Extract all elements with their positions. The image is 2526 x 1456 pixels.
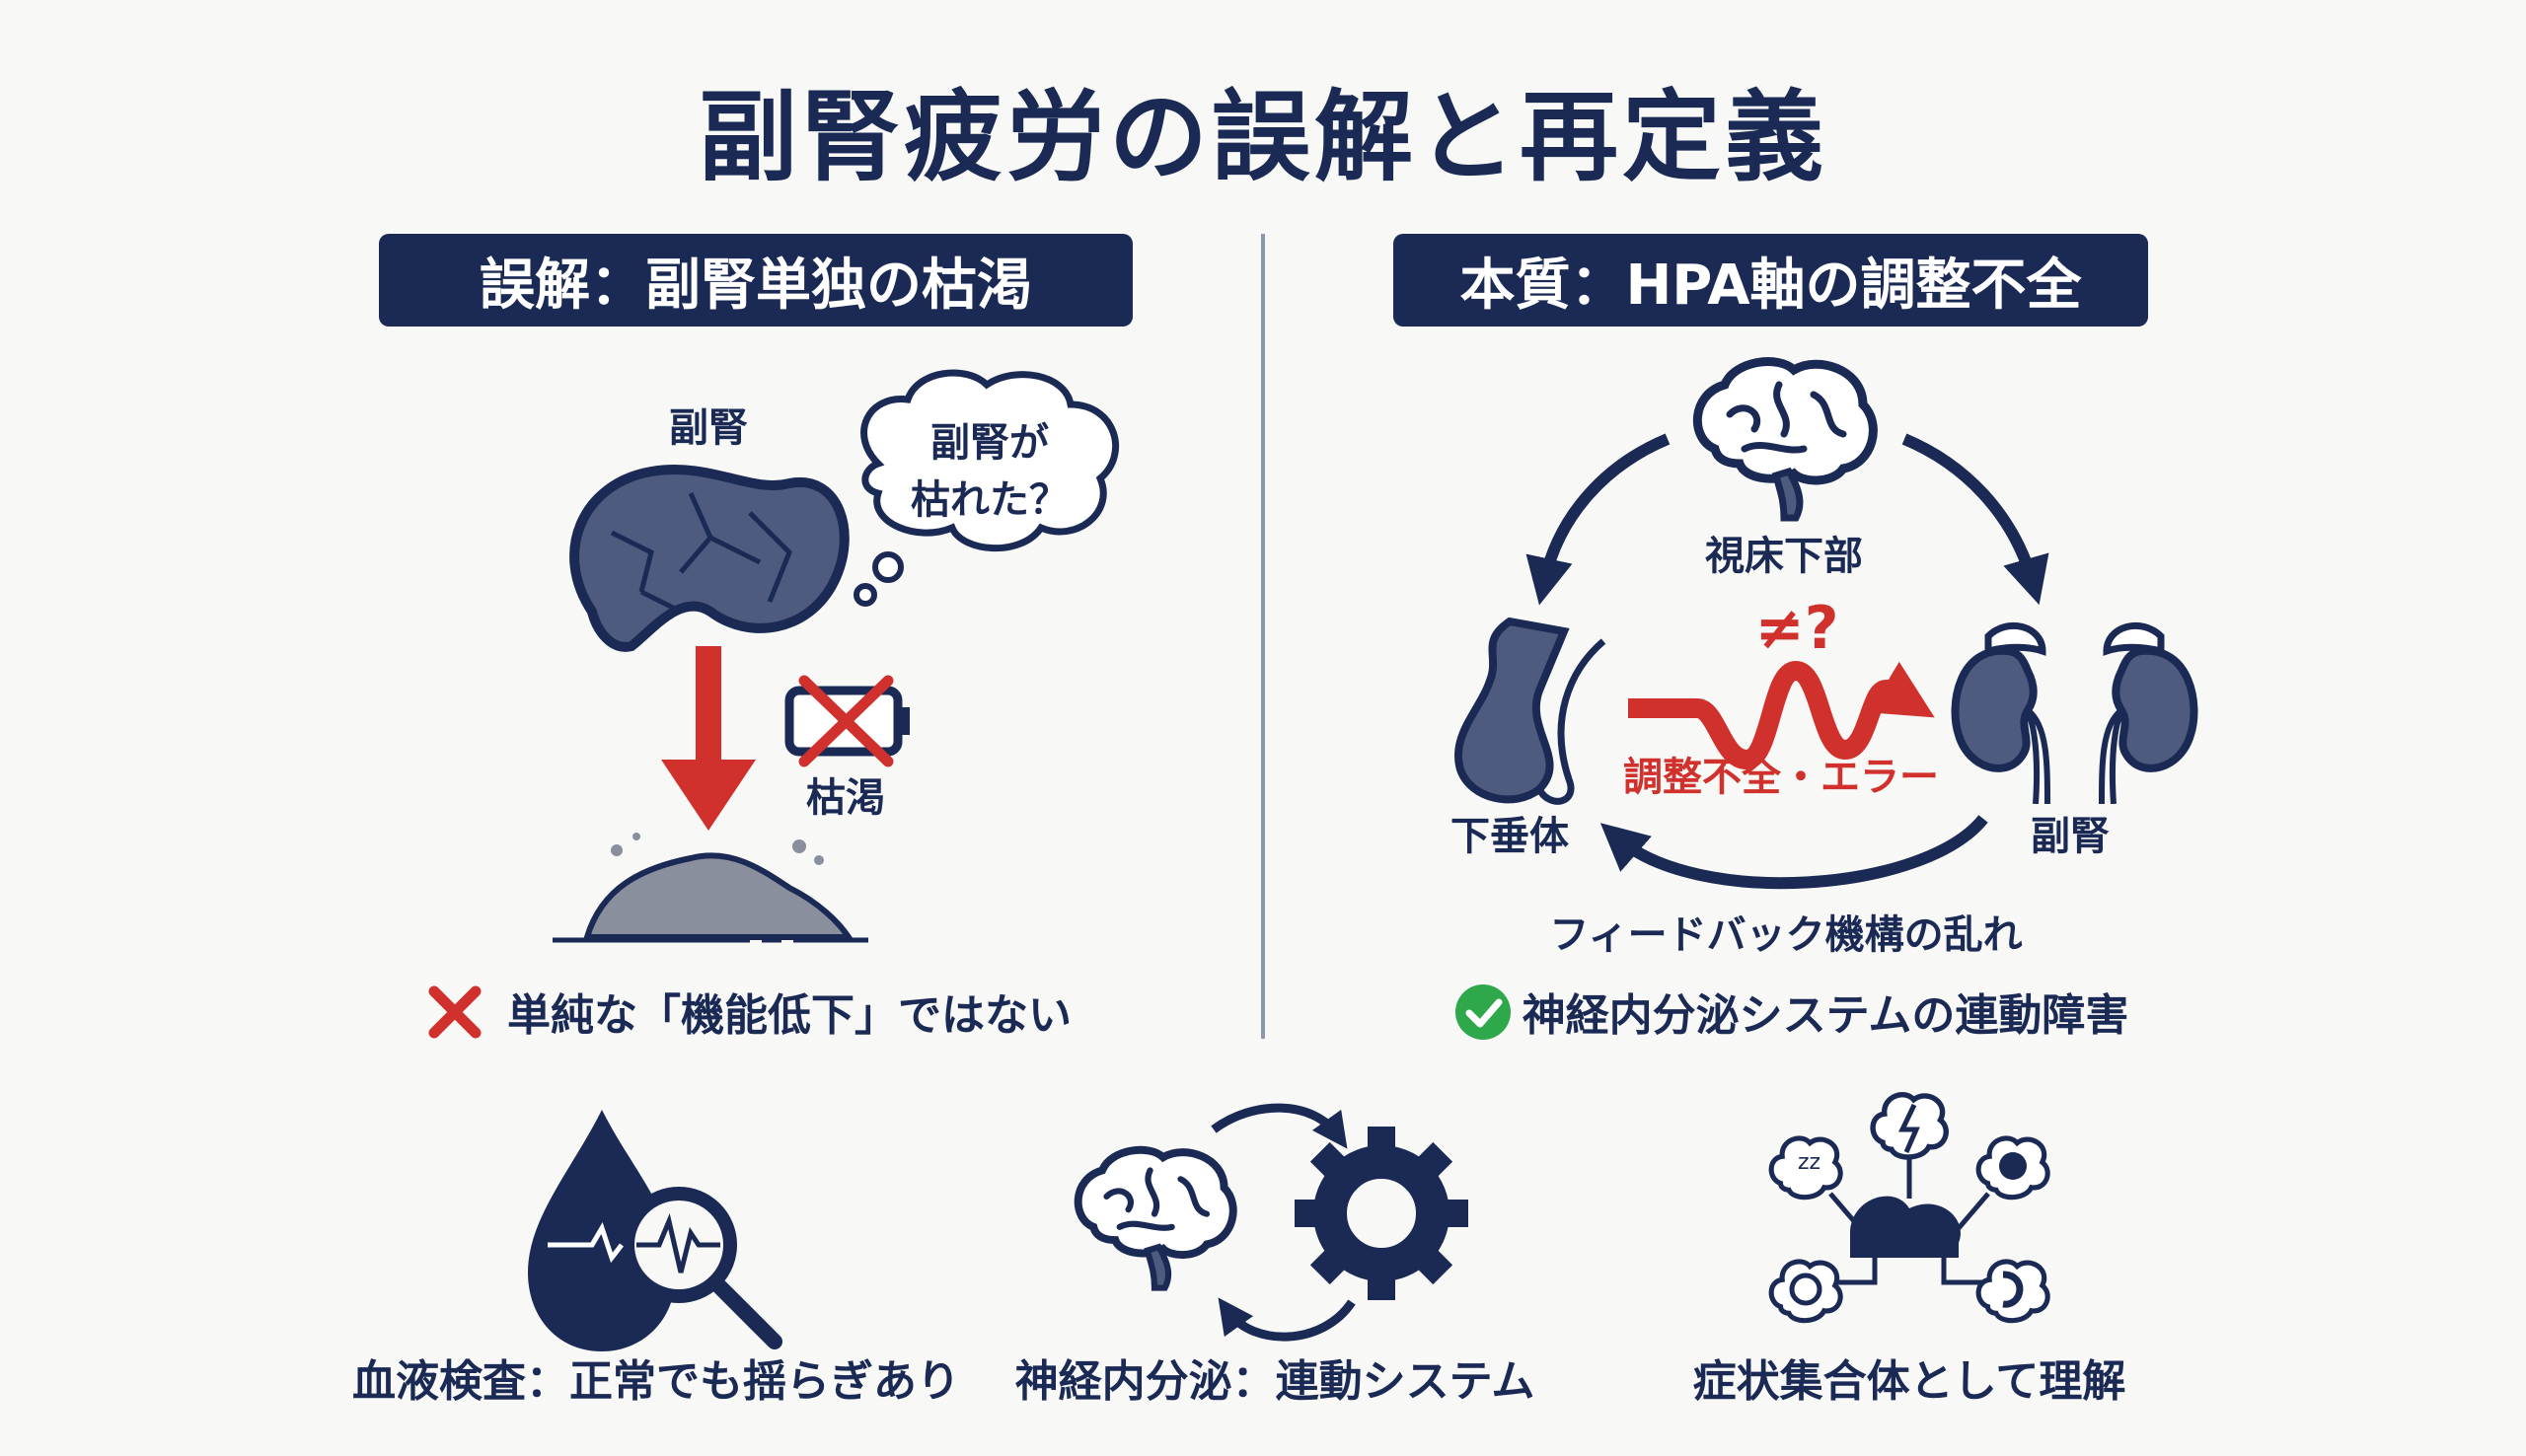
hypothalamus-label: 視床下部 [1705,534,1863,579]
empty-battery-icon [784,675,910,767]
essence-summary: 神経内分泌システムの連動障害 [1522,990,2129,1041]
pituitary-label: 下垂体 [1450,814,1569,859]
hypothalamus-brain-icon [1697,362,1873,518]
red-x-icon [428,985,482,1039]
error-label: 調整不全・エラー [1623,755,1939,800]
panel-divider [1261,234,1265,1039]
down-arrow-icon [661,646,756,831]
cycle-arrow-hypothalamus-to-pituitary [1525,433,1671,606]
misconception-header: 誤解：副腎単独の枯渇 [379,234,1133,327]
adrenal-label: 副腎 [669,405,748,451]
adrenal-right-label: 副腎 [2031,814,2110,859]
svg-text:zz: zz [1798,1150,1820,1175]
symptom-cluster-icon: zz [1771,1095,2047,1321]
cycle-arrow-hypothalamus-to-adrenal [1901,433,2049,606]
essence-header: 本質：HPA軸の調整不全 [1393,234,2148,327]
feedback-label: フィードバック機構の乱れ [1549,912,2023,958]
adrenal-kidney-icon [2102,625,2193,804]
green-check-icon [1455,984,1511,1040]
pituitary-icon [1454,617,1606,805]
feedback-arrow [1599,815,1988,890]
brain-gear-cycle-icon [1078,1103,1468,1342]
blood-test-caption: 血液検査：正常でも揺らぎあり [352,1356,960,1407]
mismatch-symbol: ≠? [1754,594,1839,663]
symptom-cluster-caption: 症状集合体として理解 [1692,1356,2126,1407]
misconception-summary: 単純な「機能低下」ではない [507,990,1072,1041]
thought-text-line1: 副腎が [930,420,1049,466]
neuroendocrine-caption: 神経内分泌：連動システム [1014,1356,1535,1407]
adrenal-kidney-icon [1956,625,2047,804]
dust-pile-icon [553,833,868,943]
blood-drop-magnifier-icon [528,1110,782,1351]
error-wave-arrow [1628,660,1935,770]
dried-adrenal-icon [569,465,850,652]
page-title: 副腎疲労の誤解と再定義 [699,79,1827,195]
depletion-label: 枯渇 [806,775,885,821]
thought-bubble [854,369,1120,607]
thought-text-line2: 枯れた？ [911,477,1069,523]
